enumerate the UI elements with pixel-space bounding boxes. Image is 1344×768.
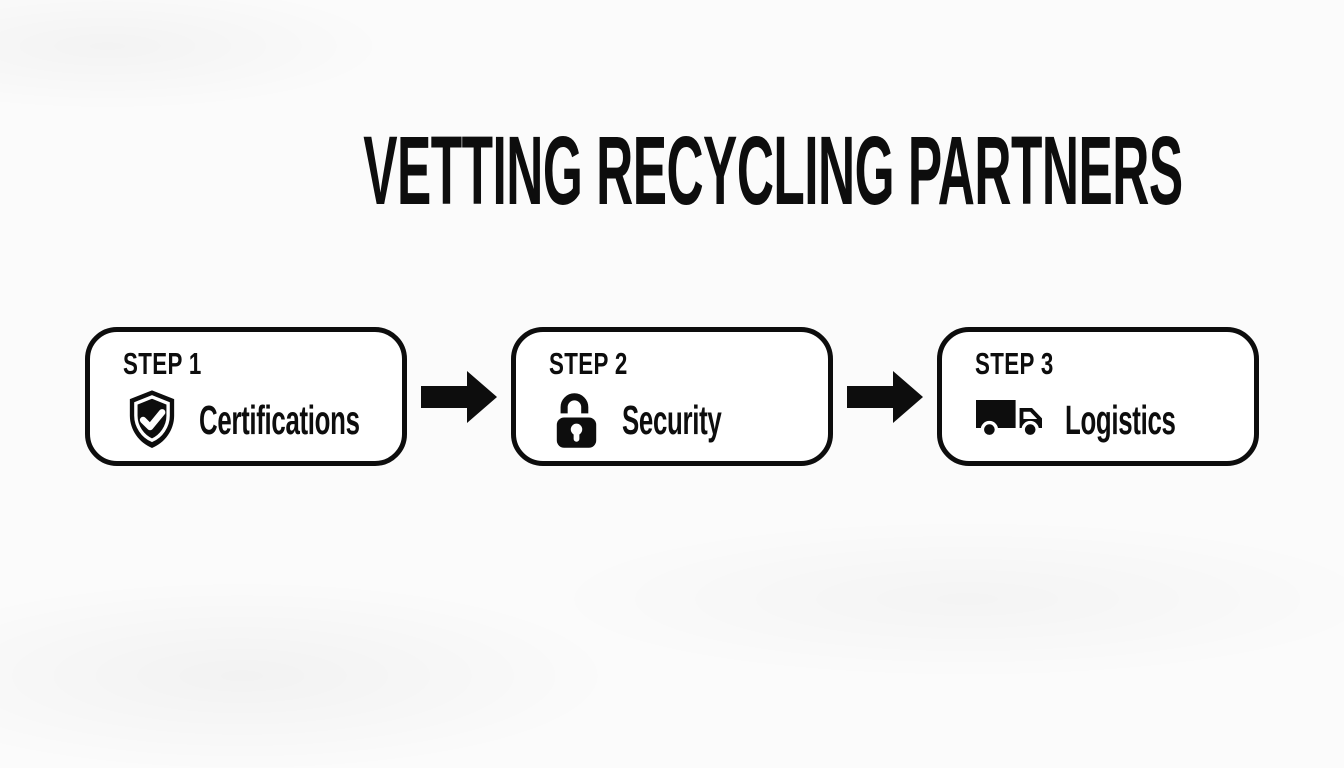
- step-card-certifications: STEP 1 Certifications: [85, 327, 407, 466]
- truck-icon: [975, 398, 1047, 442]
- step-main: Security: [549, 387, 820, 453]
- step-label: STEP 2: [549, 346, 628, 381]
- step-card-security: STEP 2 Security: [511, 327, 833, 466]
- flow-arrow-icon: [421, 369, 497, 425]
- step-name: Logistics: [1065, 396, 1176, 443]
- step-label: STEP 1: [123, 346, 202, 381]
- step-main: Logistics: [975, 387, 1246, 453]
- step-card-logistics: STEP 3 Logistics: [937, 327, 1259, 466]
- step-name: Certifications: [199, 396, 360, 443]
- step-name: Security: [622, 396, 722, 443]
- title-wrap: VETTING RECYCLING PARTNERS: [0, 0, 1344, 219]
- process-flow: STEP 1 Certifications STEP 2: [0, 327, 1344, 466]
- page-title: VETTING RECYCLING PARTNERS: [363, 116, 1183, 225]
- shield-check-icon: [123, 388, 181, 453]
- flow-arrow-icon: [847, 369, 923, 425]
- step-main: Certifications: [123, 387, 394, 453]
- step-label: STEP 3: [975, 346, 1054, 381]
- padlock-icon: [549, 389, 604, 451]
